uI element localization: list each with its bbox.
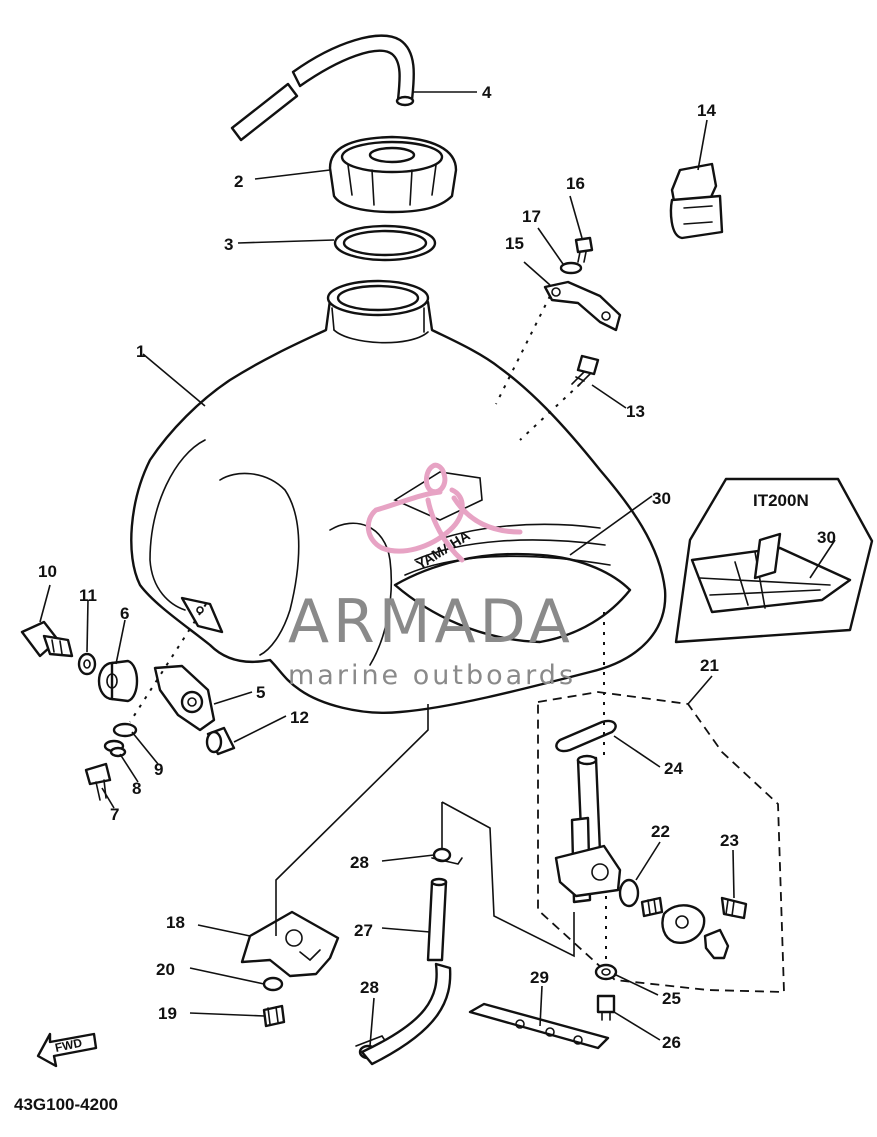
callout-25: 25 <box>662 989 681 1008</box>
tank-bolt <box>571 354 600 387</box>
callout-10: 10 <box>38 562 57 581</box>
fuel-cock <box>554 754 622 904</box>
collar <box>205 726 236 756</box>
fwd-label: FWD <box>54 1035 84 1054</box>
callout-2: 2 <box>234 172 243 191</box>
part-code: 43G100-4200 <box>14 1095 118 1114</box>
bolt-26 <box>596 994 616 1021</box>
cap-gasket <box>333 224 437 262</box>
washer-25 <box>594 963 618 981</box>
o-ring-22 <box>618 878 640 908</box>
bolt-7 <box>84 762 112 801</box>
callout-9: 9 <box>154 760 163 779</box>
callout-12: 12 <box>290 708 309 727</box>
callout-26: 26 <box>662 1033 681 1052</box>
bracket-bolt <box>574 236 594 263</box>
watermark: ARMADA marine outboards <box>288 462 576 691</box>
clip <box>669 162 724 240</box>
callout-11: 11 <box>79 586 97 605</box>
watermark-tagline: marine outboards <box>288 660 576 691</box>
callout-16: 16 <box>566 174 585 193</box>
watermark-name: ARMADA <box>288 587 574 657</box>
callout-7: 7 <box>110 805 119 824</box>
bolt-19 <box>262 1004 286 1028</box>
inset-label: IT200N <box>753 491 809 510</box>
hose-clip-upper <box>431 847 463 865</box>
callout-28-lower: 28 <box>360 978 379 997</box>
washer-20 <box>262 976 284 992</box>
washer-9 <box>112 722 138 738</box>
callout-24: 24 <box>664 759 683 778</box>
armada-logo-icon <box>365 462 523 563</box>
fuel-cock-assembly <box>537 691 785 993</box>
callout-21: 21 <box>700 656 719 675</box>
fwd-arrow-icon: FWD <box>36 1032 98 1068</box>
damper-plate <box>468 1002 610 1050</box>
callout-6: 6 <box>120 604 129 623</box>
callout-13: 13 <box>626 402 645 421</box>
callout-28-upper: 28 <box>350 853 369 872</box>
callout-30-main: 30 <box>652 489 671 508</box>
callout-numbers: 1 2 3 4 5 6 7 8 9 10 11 12 13 14 15 16 1… <box>38 83 836 1052</box>
lever-screw <box>640 896 664 918</box>
stay-bracket <box>153 664 216 732</box>
lever-plate <box>661 904 706 944</box>
tank-mount-bracket <box>240 910 340 978</box>
inset-it200n: IT200N <box>674 477 874 644</box>
washer-8 <box>103 739 127 758</box>
callout-22: 22 <box>651 822 670 841</box>
leader-lines <box>39 91 836 1047</box>
callout-20: 20 <box>156 960 175 979</box>
callout-15: 15 <box>505 234 524 253</box>
callout-14: 14 <box>697 101 716 120</box>
gasket-24 <box>555 719 617 753</box>
callout-1: 1 <box>136 342 145 361</box>
screw-23 <box>720 896 748 920</box>
callout-30-inset: 30 <box>817 528 836 547</box>
assembly-lines <box>129 295 607 966</box>
callout-23: 23 <box>720 831 739 850</box>
lever-knob <box>703 928 730 960</box>
callout-3: 3 <box>224 235 233 254</box>
petcock-bolt <box>20 620 74 658</box>
callout-17: 17 <box>522 207 541 226</box>
fuel-cap <box>328 135 458 214</box>
callout-5: 5 <box>256 683 265 702</box>
bracket-washer <box>559 261 583 275</box>
callout-19: 19 <box>158 1004 177 1023</box>
tank-bracket <box>543 280 622 332</box>
callout-8: 8 <box>132 779 141 798</box>
callout-29: 29 <box>530 968 549 987</box>
callout-18: 18 <box>166 913 185 932</box>
washer-11 <box>77 652 97 676</box>
callout-4: 4 <box>482 83 492 102</box>
breather-hose <box>230 34 415 142</box>
damper <box>97 659 139 703</box>
callout-27: 27 <box>354 921 373 940</box>
fuel-hose <box>360 877 452 1066</box>
